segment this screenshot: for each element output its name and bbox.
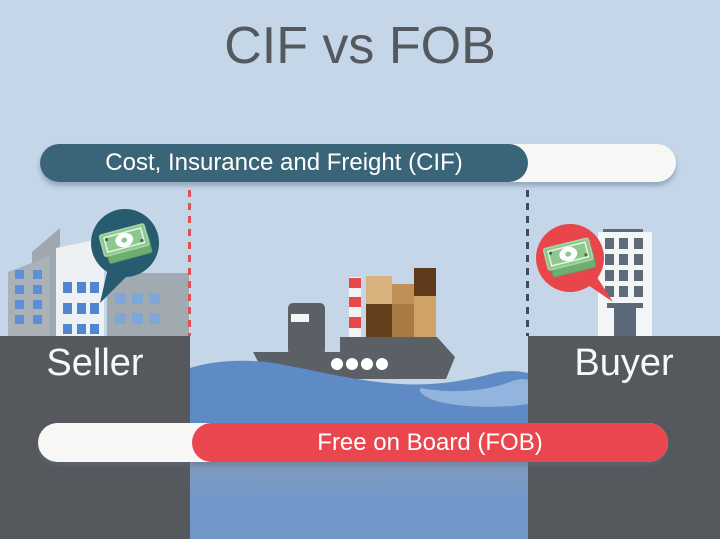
buyer-money-bubble [536,224,613,302]
wave-light-crest [420,379,528,407]
buyer-boundary-dashed-line [526,190,529,336]
seller-money-bubble [91,209,159,303]
door [614,308,636,337]
water-deep [190,462,528,539]
cif-banner: Cost, Insurance and Freight (CIF) [40,144,528,182]
buyer-building-windows [605,238,643,297]
fob-banner-track: Free on Board (FOB) [38,423,668,462]
cif-banner-track: Cost, Insurance and Freight (CIF) [40,144,676,182]
money-icon [542,237,597,278]
ship-cabin [288,303,325,355]
ship-portholes [331,358,388,370]
seller-buildings-icon [8,228,189,337]
page-title: CIF vs FOB [224,17,496,75]
buyer-building-icon [598,229,652,337]
roof-strip [603,229,643,234]
ship-containers [366,268,436,337]
building-right [107,273,189,337]
building-left [8,256,50,337]
seller-boundary-dashed-line [188,190,191,336]
building-right-windows [115,293,160,324]
door-lintel [607,303,643,308]
money-icon [98,223,153,264]
seller-label: Seller [46,342,144,384]
fob-banner: Free on Board (FOB) [192,423,668,462]
ship-hull [253,337,455,379]
building-left-windows [15,270,42,324]
buyer-label: Buyer [574,342,674,384]
cargo-ship-icon [253,268,455,379]
building-white-windows [63,282,99,334]
